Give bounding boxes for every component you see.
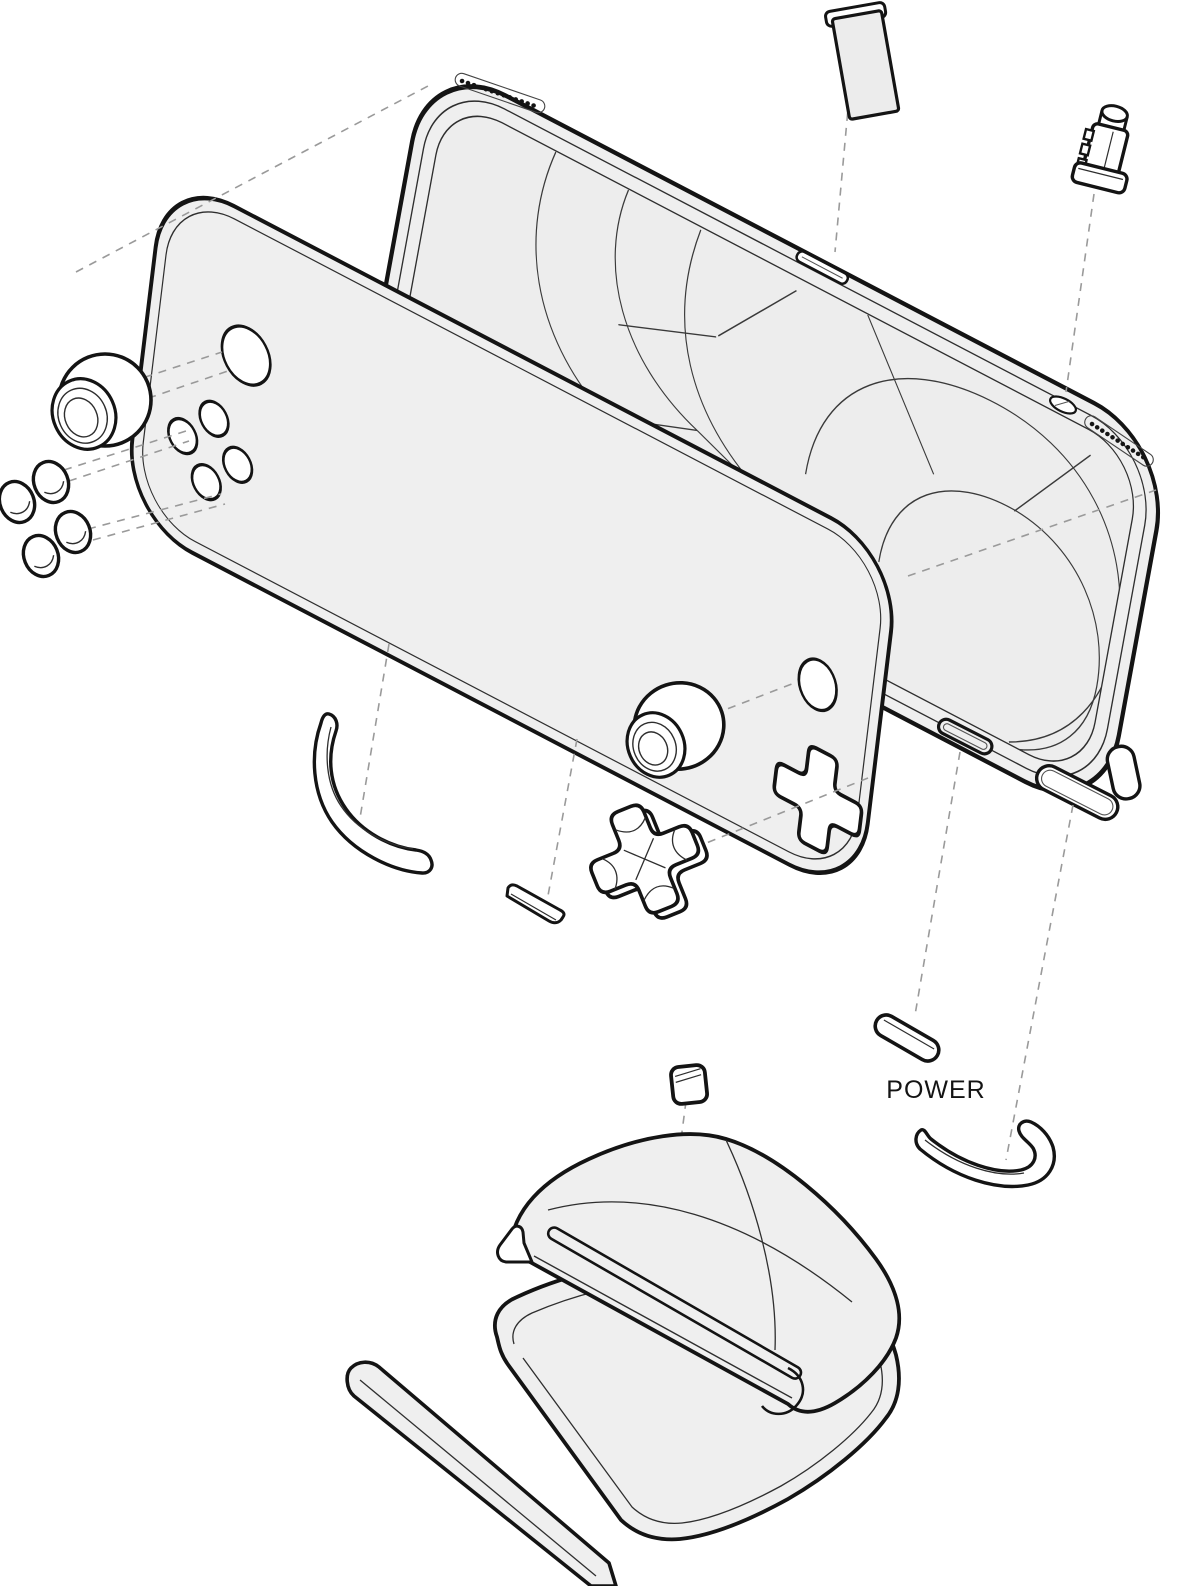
sd-card [824,1,901,121]
dock-front-trim [345,1360,618,1586]
power-button [873,1013,941,1063]
guide-left-grip [359,643,390,819]
button-cap-top [31,459,71,505]
power-button-slot [936,717,994,756]
guide-caps-b2 [92,503,226,541]
edge-insert-bar [505,883,566,925]
sd-card-slot [795,250,850,285]
guide-sd-card [834,97,850,253]
side-connector-module [1070,104,1130,195]
right-grip-trim [914,1119,1056,1189]
connector-hole [1048,395,1078,415]
assembly-guide-lines [63,85,1157,1301]
guide-connector [1065,193,1095,393]
left-stick-hole [220,324,272,387]
power-label: POWER [886,1076,985,1104]
d-pad [572,786,726,937]
dock-channel-turn [760,1366,805,1416]
right-thumbstick [625,681,726,779]
grip-slot [1034,764,1120,822]
button-cap-right [53,509,93,555]
button-hole-top [198,399,230,438]
connector-notch-1 [1082,127,1096,143]
left-stick-cap [50,377,118,451]
left-speaker-grille [454,72,546,114]
guide-caps-b1 [87,493,222,530]
button-cap-bottom [21,533,61,579]
connector-notch-2 [1078,142,1092,157]
guide-align-top-left [75,85,429,273]
dock-cover [496,1132,902,1416]
button-cap-left [0,479,37,525]
dpad-cutout [772,745,864,855]
right-speaker-grille [1084,415,1154,467]
guide-insert-bar [546,738,578,902]
corner-port [1105,744,1142,801]
guide-caps-a1 [63,430,187,471]
button-hole-right [221,445,254,484]
guide-power-button [914,751,961,1016]
guide-dpad [693,777,869,849]
left-thumbstick [50,352,153,451]
guide-right-grip [1005,804,1074,1161]
rear-shell [370,84,1161,794]
aux-round-hole [797,657,838,713]
faceplate-inner-line [142,211,882,860]
guide-caps-a2 [68,440,190,482]
face-button-caps [0,459,93,579]
right-stick-cap [625,711,687,779]
rubber-foot-cap [669,1063,710,1106]
dock-lip-beak [496,1224,534,1264]
dock-channel [546,1226,803,1380]
left-grip-trim [312,712,434,875]
